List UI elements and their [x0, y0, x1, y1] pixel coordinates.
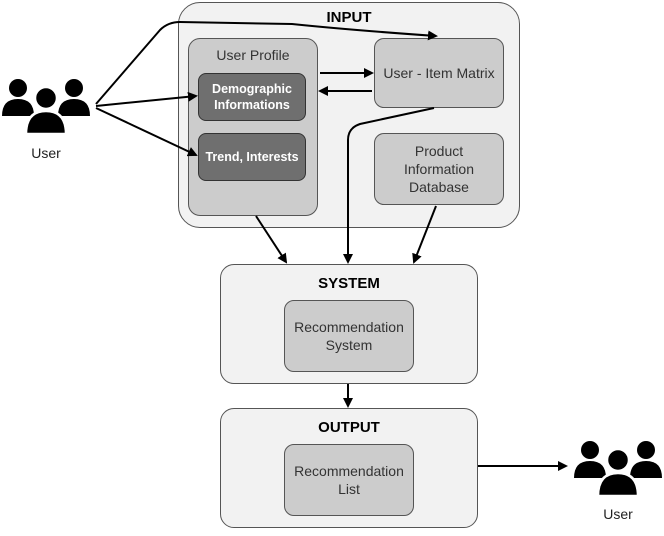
user-item-matrix-box: User - Item Matrix — [374, 38, 504, 108]
users-icon — [574, 441, 662, 498]
arrow-user-to-matrix — [95, 20, 438, 105]
trend-interests-label: Trend, Interests — [205, 149, 299, 164]
arrow-database-to-system — [412, 205, 437, 264]
user-profile-panel: User Profile — [188, 38, 318, 216]
recommendation-list-label: Recommendation List — [294, 462, 404, 497]
output-title: OUTPUT — [318, 419, 380, 436]
arrow-user-to-trend — [95, 107, 198, 157]
user-profile-title: User Profile — [216, 47, 290, 63]
user-item-matrix-label: User - Item Matrix — [383, 64, 495, 81]
product-database-label: Product Information Database — [403, 142, 475, 196]
recommendation-system-box: Recommendation System — [284, 300, 414, 372]
product-database-box: Product Information Database — [374, 133, 504, 205]
recommendation-system-label: Recommendation System — [294, 318, 404, 353]
arrow-user-to-demographic — [95, 91, 198, 107]
right-user-caption: User — [603, 506, 633, 522]
recommendation-list-box: Recommendation List — [284, 444, 414, 516]
left-user-caption: User — [31, 145, 61, 161]
system-title: SYSTEM — [318, 275, 380, 292]
arrow-matrix-to-system — [343, 107, 435, 264]
arrow-profile-to-system — [255, 215, 288, 264]
trend-interests-box: Trend, Interests — [198, 133, 306, 181]
demographic-info-box: Demographic Informations — [198, 73, 306, 121]
input-title: INPUT — [326, 9, 372, 26]
users-icon — [2, 79, 90, 136]
demographic-info-label: Demographic Informations — [212, 81, 292, 112]
